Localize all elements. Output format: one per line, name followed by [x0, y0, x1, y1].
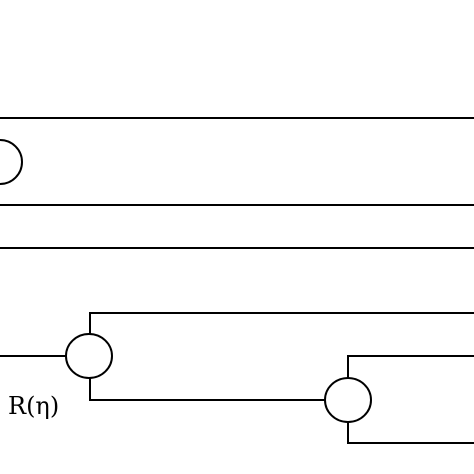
partial-circle-left — [0, 139, 23, 185]
node-circle-1 — [65, 333, 113, 379]
second-lower-wire — [347, 422, 474, 444]
upper-branch-wire — [89, 312, 474, 334]
lower-branch-wire — [89, 378, 325, 401]
second-upper-wire — [347, 355, 474, 378]
node-circle-2 — [324, 377, 372, 423]
r-eta-label: R(η) — [8, 392, 59, 420]
